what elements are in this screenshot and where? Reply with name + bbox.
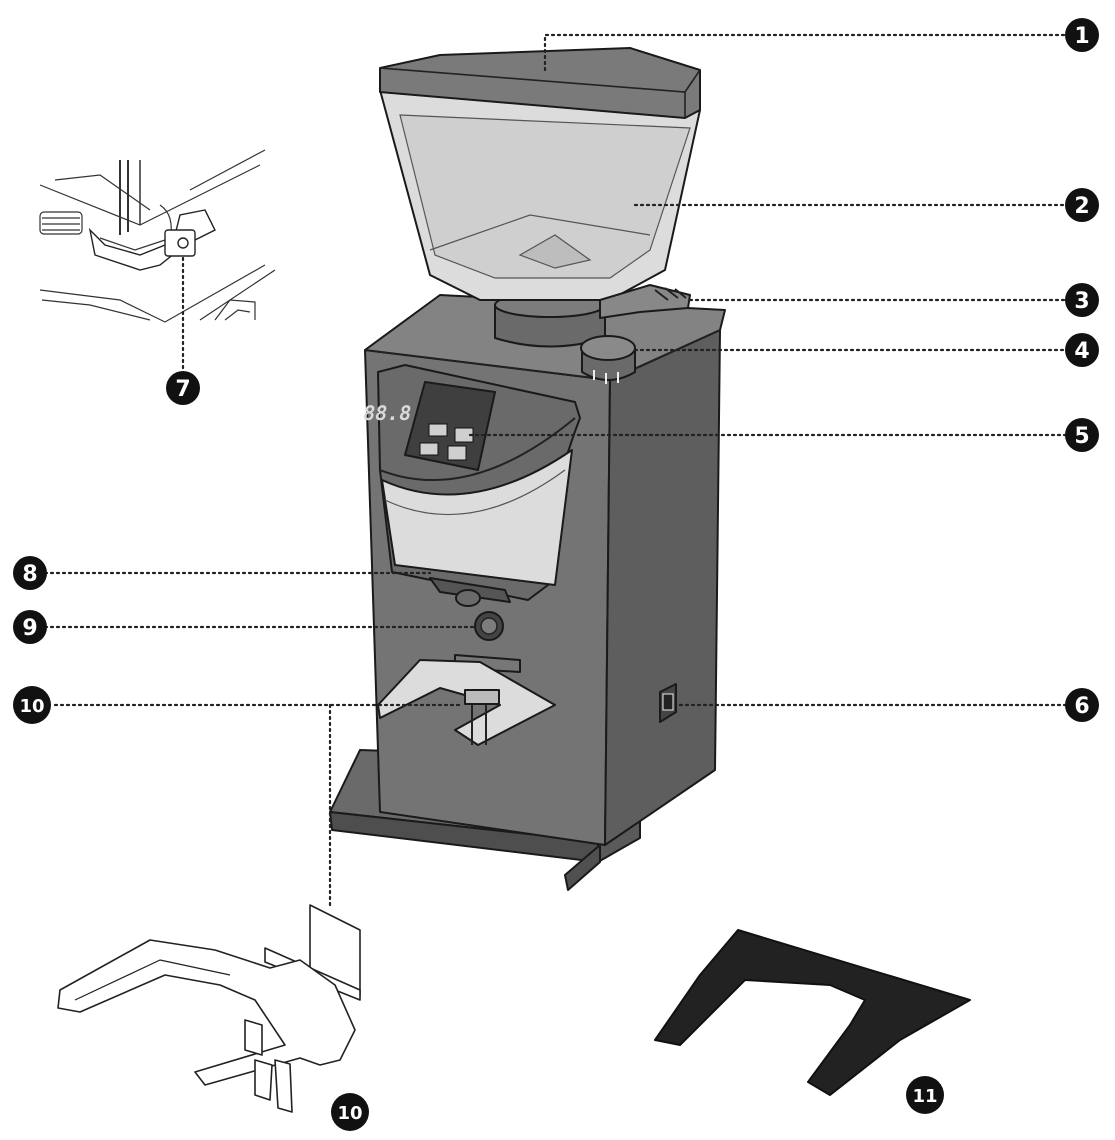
leader-lines xyxy=(43,33,1067,907)
callout-1-label: 1 xyxy=(1074,24,1089,49)
callout-3-label: 3 xyxy=(1074,289,1089,314)
callout-6: 6 xyxy=(1065,688,1099,722)
callout-8: 8 xyxy=(13,556,47,590)
callout-2: 2 xyxy=(1065,188,1099,222)
callout-5-label: 5 xyxy=(1074,424,1089,449)
portafilter-fork xyxy=(377,654,556,746)
loose-fork-part xyxy=(57,904,361,1113)
dose-button-icon xyxy=(447,445,467,461)
callout-10-upper-label: 10 xyxy=(19,696,44,717)
callout-6-label: 6 xyxy=(1074,694,1089,719)
bean-hopper xyxy=(379,47,701,348)
control-head: 88.8 xyxy=(361,364,581,641)
grind-adjustment-knob xyxy=(580,335,636,384)
callout-9: 9 xyxy=(13,610,47,644)
display-readout: 88.8 xyxy=(361,401,413,425)
callout-11: 11 xyxy=(906,1076,944,1114)
callout-3: 3 xyxy=(1065,283,1099,317)
callout-4: 4 xyxy=(1065,333,1099,367)
base-mat xyxy=(654,929,971,1096)
callout-10-lower-label: 10 xyxy=(337,1103,362,1124)
inset-detail-view xyxy=(39,149,276,370)
callout-7: 7 xyxy=(166,371,200,405)
callout-10-upper: 10 xyxy=(13,686,51,724)
callout-8-label: 8 xyxy=(22,562,37,587)
callout-1: 1 xyxy=(1065,18,1099,52)
callout-10-lower: 10 xyxy=(331,1093,369,1131)
power-switch xyxy=(659,683,677,723)
cup-button-icon xyxy=(419,442,439,456)
callout-2-label: 2 xyxy=(1074,194,1089,219)
callout-9-label: 9 xyxy=(22,616,37,641)
callout-5: 5 xyxy=(1065,418,1099,452)
callout-7-label: 7 xyxy=(175,377,190,402)
callout-11-label: 11 xyxy=(912,1086,937,1107)
minus-button-icon xyxy=(428,423,448,437)
callout-4-label: 4 xyxy=(1074,339,1089,364)
